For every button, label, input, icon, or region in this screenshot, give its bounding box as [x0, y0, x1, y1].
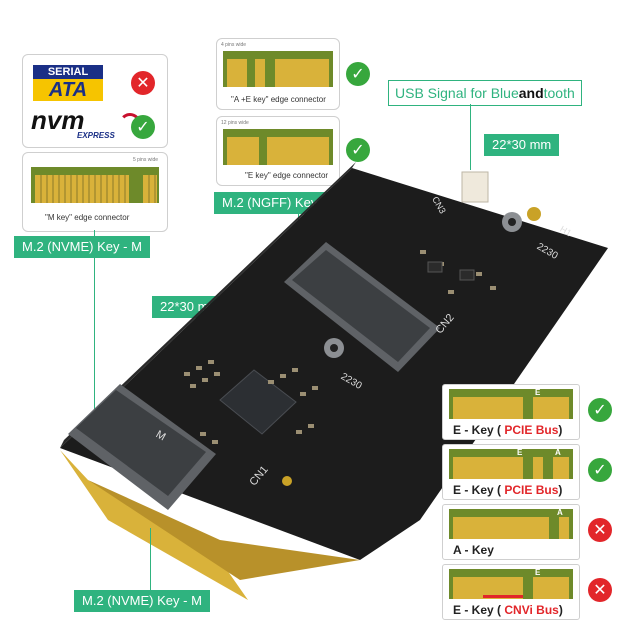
- nvme-logo: nvm EXPRESS: [31, 105, 141, 141]
- key-pin-block: [453, 517, 549, 539]
- m-key-pins-note: 5 pins wide: [133, 157, 159, 163]
- board-m-mark: M: [153, 428, 168, 444]
- usb-leader: [470, 104, 471, 170]
- m-key-caption: "M key" edge connector: [45, 213, 130, 222]
- key-pin-block: [453, 457, 523, 479]
- key-letter: A: [557, 508, 563, 517]
- ae-key-supported-icon: ✓: [346, 62, 370, 86]
- key-edge-image: [449, 569, 573, 599]
- key-bus: PCIE Bus: [504, 483, 559, 497]
- key-card-4: E E - Key ( CNVi Bus): [442, 564, 580, 620]
- size-mid-label: 22*30 mm: [152, 296, 228, 318]
- board-h1: H1: [558, 223, 574, 239]
- ae-key-caption: "A +E key" edge connector: [231, 95, 326, 104]
- e-key-supported-icon: ✓: [346, 138, 370, 162]
- key-edge-image: [449, 389, 573, 419]
- nvme-logo-text: nvm: [31, 105, 85, 135]
- usb-signal-label: USB Signal for Blueandtooth: [388, 80, 582, 106]
- key-title: A - Key: [453, 543, 494, 557]
- supported-check-icon: ✓: [588, 398, 612, 422]
- board-size-2230-b: 2230: [534, 241, 560, 262]
- supported-check-icon: ✓: [588, 458, 612, 482]
- compat-logo-card: SERIAL ATA ✕ nvm EXPRESS ✓: [22, 54, 168, 148]
- key-letter: E: [535, 568, 541, 577]
- ae-key-edge-image: [223, 51, 333, 87]
- key-letter: E: [517, 448, 523, 457]
- board-cn2: CN2: [433, 311, 457, 337]
- ae-key-connector-card: 4 pins wide "A +E key" edge connector: [216, 38, 340, 110]
- size-top-label: 22*30 mm: [484, 134, 560, 156]
- key-type: E - Key: [453, 423, 494, 437]
- key-pin-block: [559, 517, 569, 539]
- m-key-connector-card: 5 pins wide "M key" edge connector: [22, 152, 168, 232]
- usb-signal-text-a: USB Signal for Blue: [395, 85, 519, 101]
- sata-logo-top: SERIAL: [33, 65, 103, 79]
- key-card-1: E E - Key ( PCIE Bus): [442, 384, 580, 440]
- key-pin-block: [453, 397, 523, 419]
- key-bus-open: (: [493, 483, 505, 497]
- sata-logo-bottom: ATA: [33, 79, 103, 101]
- key-card-3: A A - Key: [442, 504, 580, 560]
- key-letter: E: [535, 388, 541, 397]
- key-bus-open: (: [493, 603, 505, 617]
- key-type: A - Key: [453, 543, 494, 557]
- sata-not-supported-icon: ✕: [131, 71, 155, 95]
- usb-signal-text-b: and: [518, 85, 544, 101]
- key-pin-block: [533, 397, 569, 419]
- key-bus-open: (: [493, 423, 505, 437]
- key-pin-block: [533, 457, 543, 479]
- key-pin-block: [453, 577, 523, 599]
- nvme-key-m-top-label: M.2 (NVME) Key - M: [14, 236, 150, 258]
- ae-key-pins-note: 4 pins wide: [221, 42, 247, 48]
- not-supported-x-icon: ✕: [588, 518, 612, 542]
- key-bus: PCIE Bus: [504, 423, 559, 437]
- key-bus-close: ): [558, 603, 563, 617]
- key-bus-close: ): [558, 483, 563, 497]
- board-cn1: CN1: [247, 463, 271, 489]
- key-type: E - Key: [453, 483, 494, 497]
- key-type: E - Key: [453, 603, 494, 617]
- ngff-leader: [298, 214, 299, 276]
- e-key-connector-card: 12 pins wide "E key" edge connector: [216, 116, 340, 186]
- sata-logo: SERIAL ATA: [33, 65, 103, 103]
- e-key-edge-image: [223, 129, 333, 165]
- key-pin-block: [533, 577, 569, 599]
- key-pin-block: [553, 457, 569, 479]
- not-supported-x-icon: ✕: [588, 578, 612, 602]
- nvme-supported-icon: ✓: [131, 115, 155, 139]
- nvme-logo-express: EXPRESS: [77, 131, 115, 140]
- nvme-key-m-bottom-label: M.2 (NVME) Key - M: [74, 590, 210, 612]
- m-key-top-leader: [94, 230, 95, 425]
- key-bus-close: ): [558, 423, 563, 437]
- usb-signal-text-c: tooth: [543, 85, 575, 101]
- key-edge-image: [449, 509, 573, 539]
- cnvi-pins-highlight: [483, 595, 523, 598]
- size-mid-leader: [244, 306, 290, 307]
- key-title: E - Key ( PCIE Bus): [453, 423, 562, 437]
- board-cn3: CN3: [430, 194, 448, 216]
- key-title: E - Key ( PCIE Bus): [453, 483, 562, 497]
- e-key-caption: "E key" edge connector: [245, 171, 329, 180]
- key-bus: CNVi Bus: [504, 603, 559, 617]
- board-size-2230-a: 2230: [338, 371, 364, 392]
- m-key-pins-icon: [31, 167, 159, 203]
- key-letter: A: [555, 448, 561, 457]
- key-edge-image: [449, 449, 573, 479]
- e-key-pins-note: 12 pins wide: [221, 120, 249, 126]
- key-title: E - Key ( CNVi Bus): [453, 603, 563, 617]
- m-key-edge-image: [31, 167, 159, 203]
- ngff-key-e-label: M.2 (NGFF) Key -E: [214, 192, 342, 214]
- m-key-bottom-leader: [150, 528, 151, 592]
- key-card-2: E A E - Key ( PCIE Bus): [442, 444, 580, 500]
